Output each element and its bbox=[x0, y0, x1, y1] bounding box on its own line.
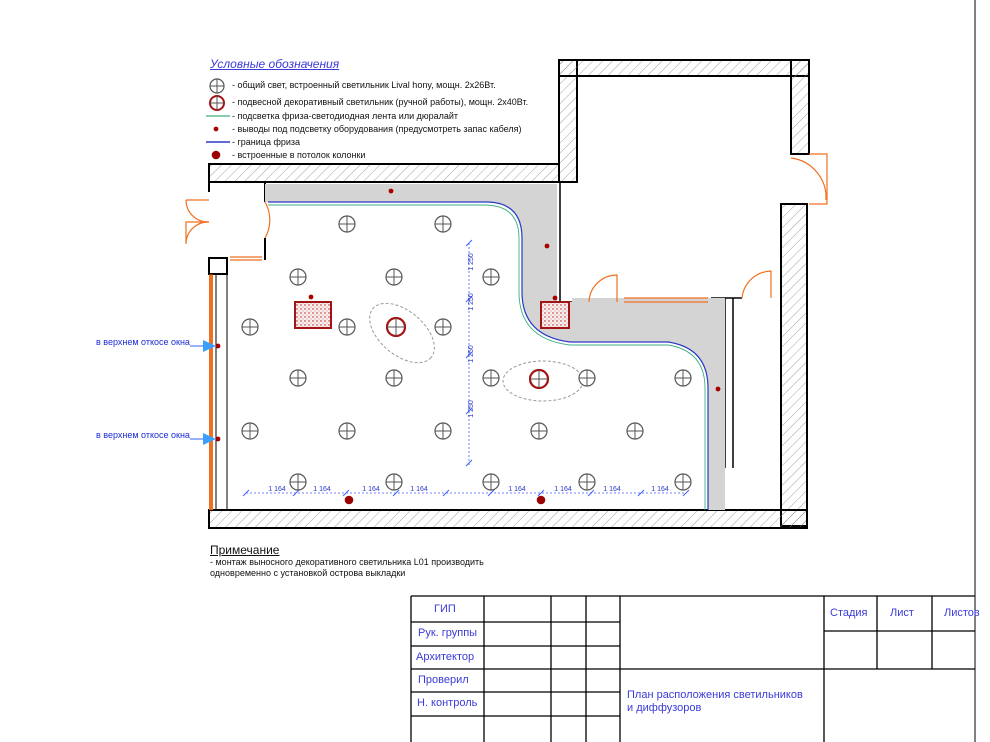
legend-text: - подвесной декоративный светильник (руч… bbox=[232, 97, 529, 107]
dimension-label: 1 164 bbox=[508, 486, 526, 493]
ceiling-light-icon bbox=[289, 268, 307, 286]
cable-outlet-icon bbox=[308, 294, 314, 300]
legend-row-led-strip: - подсветка фриза-светодиодная лента или… bbox=[206, 109, 458, 123]
speaker-icon bbox=[206, 148, 230, 162]
stamp-sheets-label: Листов bbox=[944, 607, 980, 619]
legend-row-pendant-light: - подвесной декоративный светильник (руч… bbox=[206, 95, 529, 111]
ceiling-light-icon bbox=[434, 215, 452, 233]
legend-row-cable-outlet: - выводы под подсветку оборудования (пре… bbox=[206, 122, 521, 136]
legend-title: Условные обозначения bbox=[210, 57, 340, 71]
ceiling-light-icon bbox=[206, 78, 230, 94]
ceiling-light-icon bbox=[338, 318, 356, 336]
pendant-light-icon bbox=[529, 369, 549, 389]
dimension-label: 1 164 bbox=[603, 486, 621, 493]
ceiling-light-icon bbox=[674, 369, 692, 387]
dimension-label: 1 250 bbox=[468, 253, 475, 271]
drawing-title: План расположения светильников и диффузо… bbox=[627, 689, 803, 714]
ceiling-light-icon bbox=[482, 473, 500, 491]
ceiling-light-icon bbox=[385, 268, 403, 286]
ceiling-light-icon bbox=[578, 369, 596, 387]
legend-text: - подсветка фриза-светодиодная лента или… bbox=[232, 111, 459, 121]
stamp-role-group-head: Рук. группы bbox=[418, 627, 478, 639]
pendant-light-icon bbox=[206, 95, 230, 111]
ceiling-light-icon bbox=[289, 369, 307, 387]
dimension-label: 1 164 bbox=[362, 486, 380, 493]
note-text: - монтаж выносного декоративного светиль… bbox=[210, 557, 484, 578]
display-pedestal bbox=[540, 301, 570, 329]
dimension-labels-vertical: 1 250 1 250 1 250 1 250 bbox=[468, 253, 475, 418]
ceiling-light-icon bbox=[338, 422, 356, 440]
display-pedestal bbox=[294, 301, 332, 329]
stamp-role-architect: Архитектор bbox=[416, 651, 475, 663]
window-note-arrows bbox=[190, 340, 216, 445]
ceiling-frieze bbox=[265, 184, 725, 510]
stamp-sheet-label: Лист bbox=[890, 607, 914, 619]
dimension-label: 1 164 bbox=[268, 486, 286, 493]
title-block-grid bbox=[410, 595, 975, 742]
frieze-border-line bbox=[268, 201, 709, 510]
ceiling-light-icon bbox=[482, 268, 500, 286]
ceiling-light-icon bbox=[241, 422, 259, 440]
dimension-labels-horizontal: 1 164 1 164 1 164 1 164 1 164 1 164 1 16… bbox=[268, 486, 669, 493]
cable-outlet-icon bbox=[544, 243, 550, 249]
legend-text: - выводы под подсветку оборудования (пре… bbox=[232, 124, 522, 134]
dimension-ticks bbox=[242, 239, 690, 497]
stamp-role-checked: Проверил bbox=[418, 674, 469, 686]
ceiling-light-icon bbox=[482, 369, 500, 387]
legend-row-speaker: - встроенные в потолок колонки bbox=[206, 148, 365, 162]
cable-outlets bbox=[215, 188, 721, 442]
window-note: в верхнем откосе окна bbox=[96, 430, 190, 440]
cable-outlet-icon bbox=[215, 436, 221, 442]
legend-text: - граница фриза bbox=[232, 137, 301, 147]
cable-outlet-icon bbox=[552, 295, 558, 301]
stamp-stage-label: Стадия bbox=[830, 607, 868, 619]
ceiling-light-icon bbox=[289, 473, 307, 491]
ceiling-light-icon bbox=[434, 318, 452, 336]
cable-outlet-icon bbox=[215, 343, 221, 349]
ceiling-light-icon bbox=[385, 473, 403, 491]
pendant-light-icon bbox=[386, 317, 406, 337]
dimension-label: 1 164 bbox=[313, 486, 331, 493]
dimension-label: 1 164 bbox=[651, 486, 669, 493]
ceiling-light-icon bbox=[241, 318, 259, 336]
cable-outlet-icon bbox=[388, 188, 394, 194]
speaker-icon bbox=[536, 495, 546, 505]
speaker-icon bbox=[344, 495, 354, 505]
ceiling-light-icon bbox=[674, 473, 692, 491]
ceiling-light-icon bbox=[530, 422, 548, 440]
ceiling-light-icon bbox=[434, 422, 452, 440]
legend-row-frieze-border: - граница фриза bbox=[206, 135, 300, 149]
dimension-label: 1 164 bbox=[554, 486, 572, 493]
cable-outlet-icon bbox=[715, 386, 721, 392]
speakers bbox=[344, 495, 546, 505]
led-strip-icon bbox=[206, 109, 230, 123]
left-window bbox=[209, 273, 228, 510]
ceiling-light-icon bbox=[578, 473, 596, 491]
stamp-role-chief-engineer: ГИП bbox=[434, 603, 456, 615]
legend-text: - общий свет, встроенный светильник Liva… bbox=[232, 80, 496, 90]
legend-row-general-light: - общий свет, встроенный светильник Liva… bbox=[206, 78, 496, 94]
dimension-lines bbox=[246, 243, 686, 494]
note-title: Примечание bbox=[210, 543, 280, 557]
walls bbox=[208, 59, 810, 529]
ceiling-light-icon bbox=[626, 422, 644, 440]
pendant-zone bbox=[369, 302, 435, 364]
cable-outlet-icon bbox=[206, 122, 230, 136]
legend-text: - встроенные в потолок колонки bbox=[232, 150, 366, 160]
led-strip-line bbox=[268, 204, 706, 510]
ceiling-light-icon bbox=[338, 215, 356, 233]
doors bbox=[185, 153, 828, 303]
dimension-label: 1 250 bbox=[468, 293, 475, 311]
dimension-label: 1 250 bbox=[468, 345, 475, 363]
dimension-label: 1 250 bbox=[468, 400, 475, 418]
window-note: в верхнем откосе окна bbox=[96, 337, 190, 347]
dimension-label: 1 164 bbox=[410, 486, 428, 493]
ceiling-light-icon bbox=[385, 369, 403, 387]
stamp-role-norm-control: Н. контроль bbox=[417, 697, 478, 709]
frieze-border-icon bbox=[206, 135, 230, 149]
ceiling-lamps bbox=[241, 215, 692, 491]
